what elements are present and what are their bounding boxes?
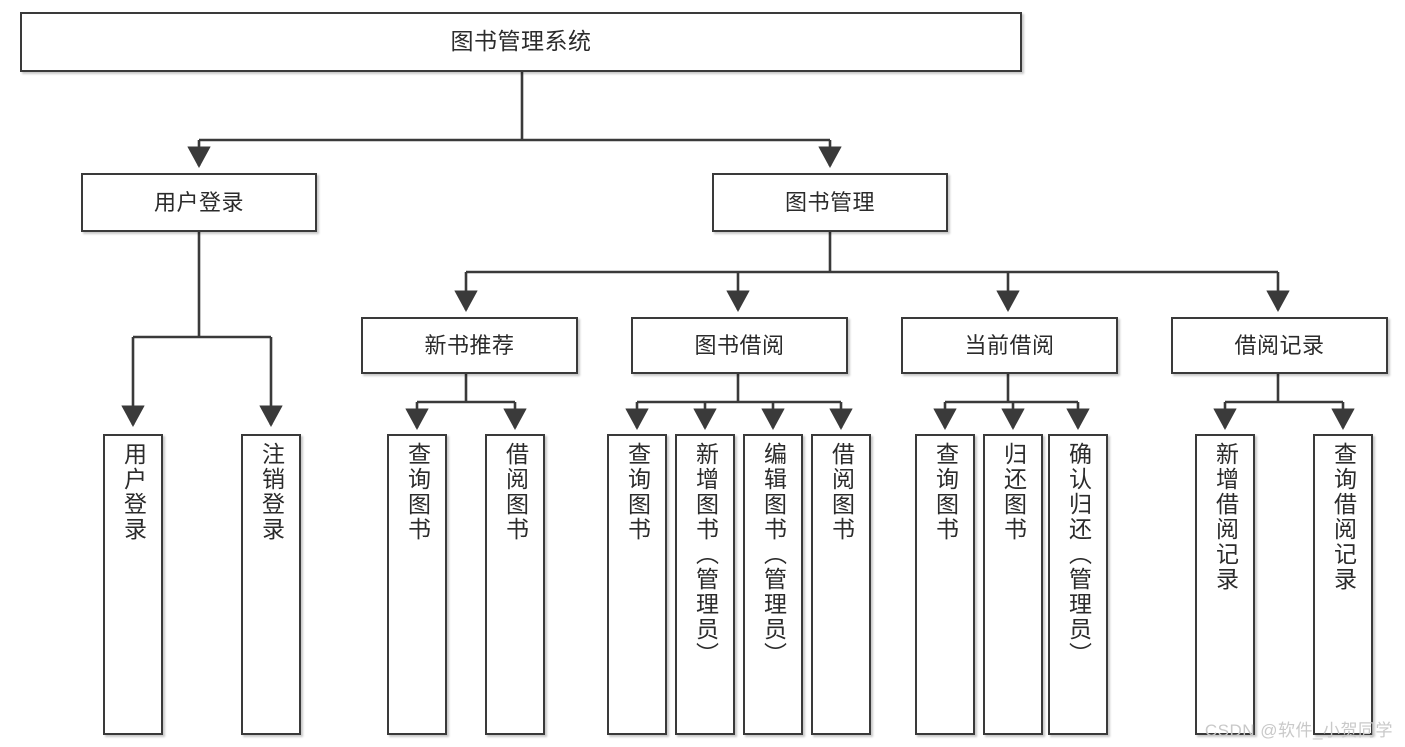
node-leaf-edit-book[interactable]: 编辑图书（管理员） bbox=[743, 434, 803, 735]
node-leaf-query-book-2-label: 查询图书 bbox=[624, 442, 651, 542]
node-book-borrow[interactable]: 图书借阅 bbox=[631, 317, 848, 374]
node-leaf-borrow-book-1[interactable]: 借阅图书 bbox=[485, 434, 545, 735]
node-new-book-recommend[interactable]: 新书推荐 bbox=[361, 317, 578, 374]
node-book-manage[interactable]: 图书管理 bbox=[712, 173, 948, 232]
node-leaf-user-login-label: 用户登录 bbox=[120, 442, 147, 542]
node-leaf-add-book-label: 新增图书（管理员） bbox=[692, 442, 719, 667]
node-leaf-add-book[interactable]: 新增图书（管理员） bbox=[675, 434, 735, 735]
node-leaf-borrow-book-2-label: 借阅图书 bbox=[828, 442, 855, 542]
node-book-manage-label: 图书管理 bbox=[784, 189, 875, 215]
node-leaf-return-book[interactable]: 归还图书 bbox=[983, 434, 1043, 735]
node-leaf-user-logout-label: 注销登录 bbox=[258, 442, 285, 542]
node-leaf-borrow-book-2[interactable]: 借阅图书 bbox=[811, 434, 871, 735]
node-leaf-add-record[interactable]: 新增借阅记录 bbox=[1195, 434, 1255, 735]
csdn-watermark: CSDN @软件_小贺同学 bbox=[1204, 721, 1393, 740]
node-leaf-user-logout[interactable]: 注销登录 bbox=[241, 434, 301, 735]
node-leaf-query-book-1[interactable]: 查询图书 bbox=[387, 434, 447, 735]
node-leaf-return-book-label: 归还图书 bbox=[1000, 442, 1027, 542]
node-leaf-confirm-return[interactable]: 确认归还（管理员） bbox=[1048, 434, 1108, 735]
node-user-login[interactable]: 用户登录 bbox=[81, 173, 317, 232]
node-book-borrow-label: 图书借阅 bbox=[694, 332, 785, 358]
node-borrow-record-label: 借阅记录 bbox=[1234, 332, 1325, 358]
node-leaf-confirm-return-label: 确认归还（管理员） bbox=[1065, 442, 1092, 667]
node-leaf-query-book-2[interactable]: 查询图书 bbox=[607, 434, 667, 735]
node-leaf-query-record[interactable]: 查询借阅记录 bbox=[1313, 434, 1373, 735]
node-leaf-query-book-3-label: 查询图书 bbox=[932, 442, 959, 542]
node-root-label: 图书管理系统 bbox=[450, 28, 592, 55]
node-leaf-query-book-3[interactable]: 查询图书 bbox=[915, 434, 975, 735]
node-new-book-recommend-label: 新书推荐 bbox=[424, 332, 515, 358]
node-current-borrow[interactable]: 当前借阅 bbox=[901, 317, 1118, 374]
node-leaf-edit-book-label: 编辑图书（管理员） bbox=[760, 442, 787, 667]
node-root[interactable]: 图书管理系统 bbox=[20, 12, 1022, 72]
node-borrow-record[interactable]: 借阅记录 bbox=[1171, 317, 1388, 374]
node-leaf-user-login[interactable]: 用户登录 bbox=[103, 434, 163, 735]
node-current-borrow-label: 当前借阅 bbox=[964, 332, 1055, 358]
node-leaf-borrow-book-1-label: 借阅图书 bbox=[502, 442, 529, 542]
node-leaf-query-record-label: 查询借阅记录 bbox=[1330, 442, 1357, 592]
node-leaf-query-book-1-label: 查询图书 bbox=[404, 442, 431, 542]
node-leaf-add-record-label: 新增借阅记录 bbox=[1212, 442, 1239, 592]
node-user-login-label: 用户登录 bbox=[153, 189, 244, 215]
